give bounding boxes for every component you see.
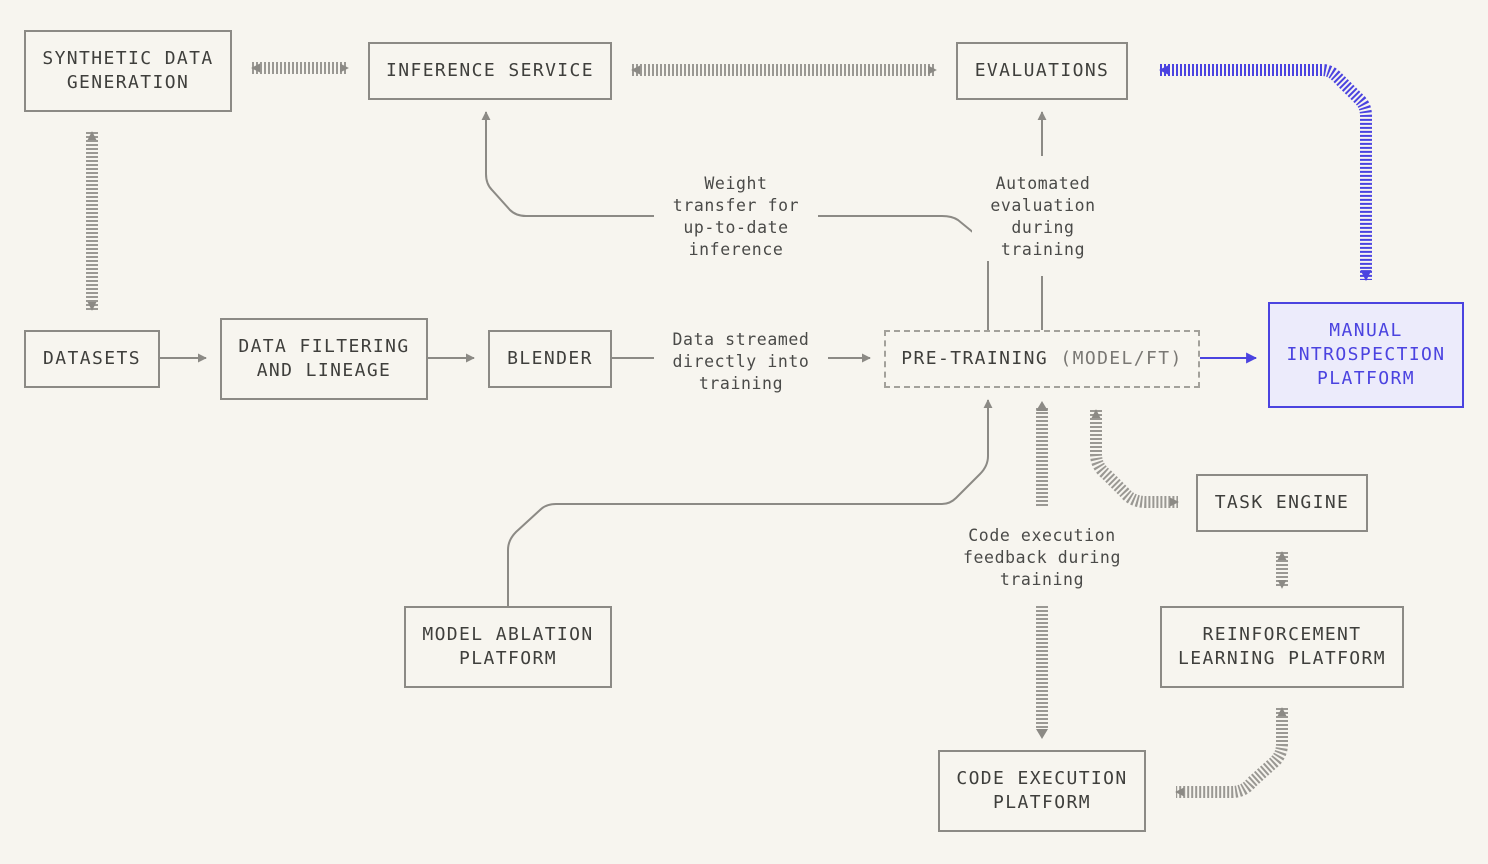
data-filtering-box[interactable]: DATA FILTERING AND LINEAGE bbox=[220, 318, 428, 400]
link-ablation-pretraining bbox=[507, 399, 993, 606]
task-engine-label: TASK ENGINE bbox=[1214, 492, 1350, 513]
evaluations-box[interactable]: EVALUATIONS bbox=[956, 42, 1128, 100]
arrowhead-to-pretraining bbox=[1036, 401, 1048, 411]
data-streamed-line1: Data streamed bbox=[672, 330, 810, 349]
model-ablation-line2: PLATFORM bbox=[459, 648, 557, 669]
task-engine-box[interactable]: TASK ENGINE bbox=[1196, 474, 1368, 532]
arrowhead-to-codeexec bbox=[1036, 729, 1048, 739]
weight-transfer-annotation: Weight transfer for up-to-date inference bbox=[656, 173, 816, 261]
link-weighttransfer-inference bbox=[481, 111, 654, 217]
link-rl-codeexec bbox=[1175, 707, 1288, 798]
weight-transfer-line4: inference bbox=[688, 240, 784, 259]
pre-training-box[interactable]: PRE-TRAINING (MODEL/FT) bbox=[884, 330, 1200, 388]
data-streamed-line3: training bbox=[698, 374, 784, 393]
code-feedback-line1: Code execution bbox=[968, 526, 1116, 545]
code-feedback-line2: feedback during bbox=[962, 548, 1121, 567]
link-evaluations-manual bbox=[1158, 64, 1372, 282]
inference-service-box[interactable]: INFERENCE SERVICE bbox=[368, 42, 612, 100]
reinforcement-learning-box[interactable]: REINFORCEMENT LEARNING PLATFORM bbox=[1160, 606, 1404, 688]
auto-eval-line3: during bbox=[1011, 218, 1075, 237]
weight-transfer-line1: Weight bbox=[704, 174, 768, 193]
weight-transfer-line2: transfer for bbox=[672, 196, 800, 215]
model-ablation-box[interactable]: MODEL ABLATION PLATFORM bbox=[404, 606, 612, 688]
code-execution-box[interactable]: CODE EXECUTION PLATFORM bbox=[938, 750, 1146, 832]
code-execution-line1: CODE EXECUTION bbox=[956, 768, 1128, 789]
blender-box[interactable]: BLENDER bbox=[488, 330, 612, 388]
synthetic-data-line2: GENERATION bbox=[66, 72, 190, 93]
link-pretraining-taskengine bbox=[1090, 409, 1179, 508]
datasets-label: DATASETS bbox=[43, 348, 141, 369]
code-execution-feedback-annotation: Code execution feedback during training bbox=[954, 525, 1130, 591]
data-streamed-annotation: Data streamed directly into training bbox=[656, 329, 826, 395]
auto-eval-line4: training bbox=[1000, 240, 1086, 259]
synthetic-data-generation-box[interactable]: SYNTHETIC DATA GENERATION bbox=[24, 30, 232, 112]
automated-evaluation-annotation: Automated evaluation during training bbox=[972, 173, 1114, 261]
code-execution-line2: PLATFORM bbox=[993, 792, 1091, 813]
data-streamed-line2: directly into bbox=[672, 352, 810, 371]
reinforcement-learning-line1: REINFORCEMENT bbox=[1202, 624, 1362, 645]
code-feedback-line3: training bbox=[999, 570, 1085, 589]
data-filtering-line2: AND LINEAGE bbox=[256, 360, 392, 381]
manual-introspection-line3: PLATFORM bbox=[1317, 368, 1415, 389]
model-ablation-line1: MODEL ABLATION bbox=[422, 624, 594, 645]
inference-service-label: INFERENCE SERVICE bbox=[385, 60, 595, 81]
pre-training-label: PRE-TRAINING bbox=[901, 348, 1049, 369]
auto-eval-line1: Automated bbox=[995, 174, 1091, 193]
manual-introspection-line1: MANUAL bbox=[1329, 320, 1403, 341]
evaluations-label: EVALUATIONS bbox=[974, 60, 1110, 81]
data-filtering-line1: DATA FILTERING bbox=[238, 336, 410, 357]
pre-training-suffix: (MODEL/FT) bbox=[1060, 348, 1183, 369]
synthetic-data-line1: SYNTHETIC DATA bbox=[42, 48, 214, 69]
blender-label: BLENDER bbox=[507, 348, 593, 369]
auto-eval-line2: evaluation bbox=[990, 196, 1096, 215]
weight-transfer-line3: up-to-date bbox=[683, 218, 789, 237]
reinforcement-learning-line2: LEARNING PLATFORM bbox=[1177, 648, 1387, 669]
manual-introspection-line2: INTROSPECTION bbox=[1286, 344, 1446, 365]
link-pretraining-weighttransfer bbox=[818, 215, 989, 330]
manual-introspection-box[interactable]: MANUAL INTROSPECTION PLATFORM bbox=[1268, 302, 1464, 408]
datasets-box[interactable]: DATASETS bbox=[24, 330, 160, 388]
